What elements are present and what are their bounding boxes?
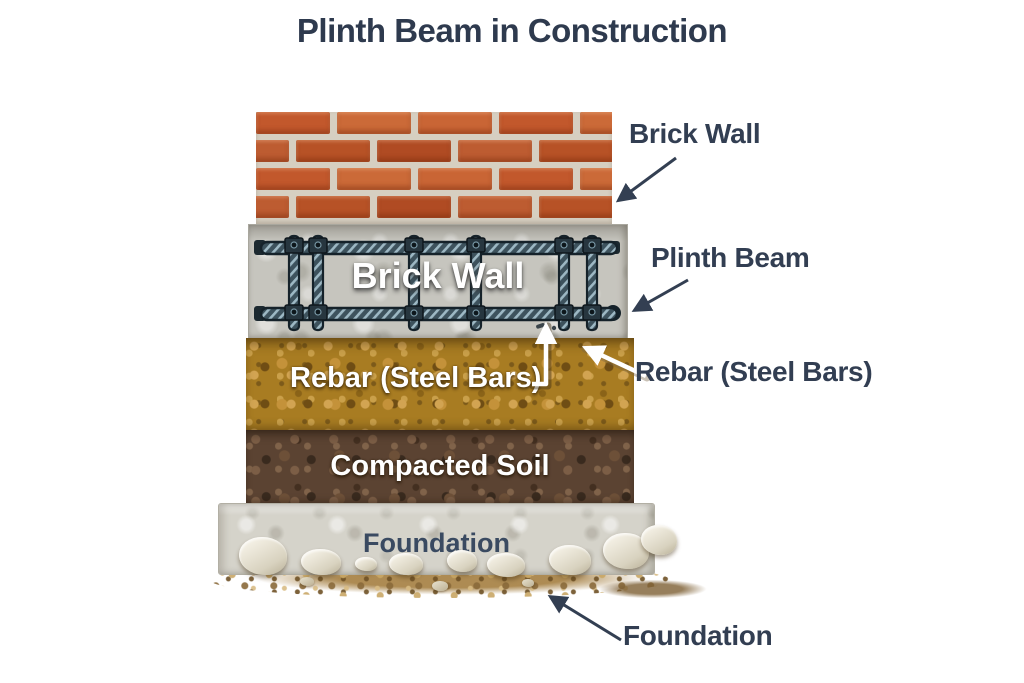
- brick: [418, 168, 492, 190]
- stone: [641, 525, 677, 555]
- stone: [447, 550, 477, 572]
- stone: [239, 537, 287, 575]
- brick: [499, 168, 573, 190]
- callout-rebar: Rebar (Steel Bars): [635, 356, 873, 387]
- top-rebar: [259, 240, 619, 256]
- stone: [549, 545, 591, 575]
- brick: [580, 112, 612, 134]
- stirrups: [284, 234, 602, 332]
- brick: [256, 140, 289, 162]
- brick: [539, 196, 612, 218]
- pebble: [432, 581, 448, 591]
- brick: [539, 140, 612, 162]
- brick: [580, 168, 612, 190]
- stone: [355, 557, 377, 571]
- beam-overlay-label: Brick Wall: [351, 255, 525, 296]
- brick: [296, 140, 370, 162]
- brick: [337, 168, 411, 190]
- brick-wall-layer: [256, 112, 612, 224]
- foundation-layer: Foundation: [218, 503, 677, 577]
- callout-plinth-beam: Plinth Beam: [651, 242, 810, 273]
- rebar-cage-graphic: [254, 234, 621, 332]
- plinth-beam-layer: Brick Wall: [248, 224, 628, 340]
- stone: [487, 553, 525, 577]
- rebar-inline-label: Rebar (Steel Bars): [290, 362, 542, 394]
- compacted-soil-label: Compacted Soil: [330, 450, 550, 482]
- dirt-spray: [585, 576, 735, 602]
- callout-foundation: Foundation: [623, 620, 773, 651]
- brick-wall-arrow: [615, 156, 677, 203]
- pebble: [300, 577, 314, 586]
- pebble: [522, 579, 534, 587]
- brick: [458, 196, 532, 218]
- callout-brick-wall: Brick Wall: [629, 118, 761, 149]
- brick: [256, 168, 330, 190]
- bottom-rebar: [259, 306, 619, 322]
- rebar-soil-layer: [246, 338, 634, 430]
- brick: [499, 112, 573, 134]
- brick: [418, 112, 492, 134]
- foundation-arrow: [547, 594, 622, 642]
- brick: [256, 112, 330, 134]
- debris-specks: [536, 323, 557, 331]
- brick: [458, 140, 532, 162]
- plinth-beam-arrow: [631, 278, 689, 312]
- stone: [389, 553, 423, 575]
- brick: [256, 196, 289, 218]
- compacted-soil-layer: Compacted Soil: [246, 430, 634, 504]
- brick: [337, 112, 411, 134]
- stone: [301, 549, 341, 575]
- brick: [377, 140, 451, 162]
- brick: [296, 196, 370, 218]
- brick: [377, 196, 451, 218]
- foundation-block-label: Foundation: [363, 528, 510, 558]
- page-title: Plinth Beam in Construction: [296, 12, 728, 49]
